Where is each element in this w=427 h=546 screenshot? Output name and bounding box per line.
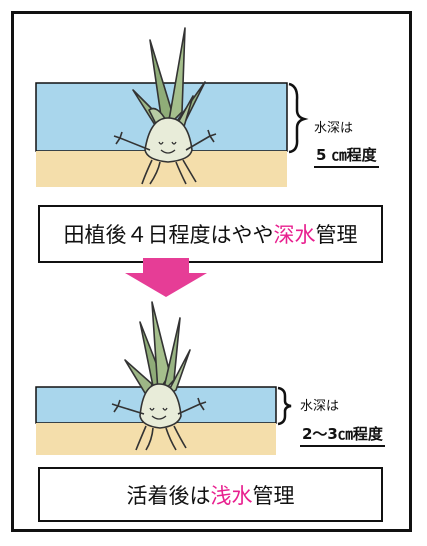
stage2-caption-end: 管理 (252, 483, 295, 508)
stage2-caption-text: 活着後は (126, 483, 211, 508)
stage2-soil (36, 423, 276, 455)
stage1-caption-accent: 深水 (273, 223, 316, 247)
stage1-caption-end: 管理 (315, 223, 358, 247)
stage1-depth-value: 5 ㎝程度 (314, 147, 379, 168)
down-arrow-icon (125, 258, 207, 297)
stage2-caption-accent: 浅水 (210, 483, 253, 508)
stage1-caption-box: 田植後４日程度はやや深水管理 (38, 205, 383, 263)
stage1-depth-label: 水深は (314, 121, 354, 136)
stage1-caption-text: 田植後４日程度はやや (63, 223, 274, 247)
stage1-seedling-icon (113, 27, 217, 185)
stage2-depth-label: 水深は (300, 399, 340, 414)
stage2-bracket-icon (277, 386, 292, 426)
stage2-caption-box: 活着後は浅水管理 (38, 467, 383, 522)
stage2-seedling-icon (111, 301, 207, 451)
stage2-depth-value: 2〜3㎝程度 (300, 426, 385, 447)
stage1-bracket-icon (288, 82, 309, 154)
